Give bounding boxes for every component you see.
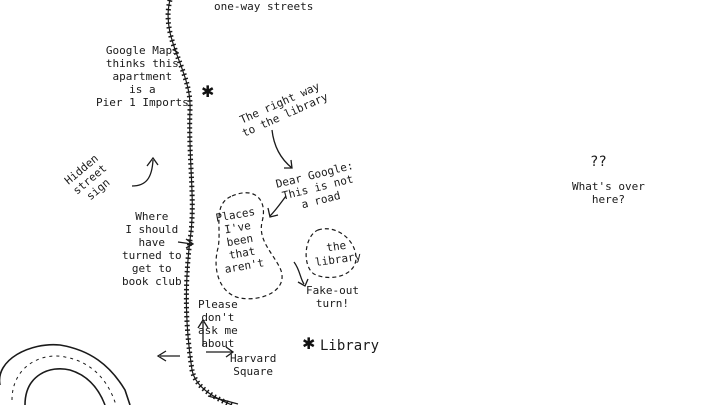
library-label: Library xyxy=(320,338,380,354)
whats-over-here-note: What's over here? xyxy=(572,180,645,206)
fake-out-note: Fake-out turn! xyxy=(306,284,359,310)
arrow-fake-out xyxy=(293,261,305,285)
railroad-rail xyxy=(167,0,233,405)
please-dont-note: Please don't ask me about xyxy=(198,298,238,350)
google-maps-note: Google Maps thinks this apartment is a P… xyxy=(96,44,189,109)
arrow-down-right xyxy=(207,395,239,405)
library-blob xyxy=(305,228,357,279)
harvard-square-note: Harvard Square xyxy=(230,352,277,378)
loop-road-center xyxy=(11,355,117,405)
asterisk-icon: ✱ xyxy=(201,82,215,101)
question-marks: ?? xyxy=(590,154,607,170)
arrow-right-way xyxy=(271,129,293,169)
arrow-hidden-sign xyxy=(131,159,154,187)
arrow-where-should xyxy=(177,241,193,245)
places-blob xyxy=(215,192,283,300)
where-should-note: Where I should have turned to get to boo… xyxy=(122,210,182,288)
loop-road-inner xyxy=(24,368,106,405)
loop-road-outer xyxy=(0,343,131,405)
library-asterisk-icon: ✱ xyxy=(302,334,316,353)
arrow-dear-google xyxy=(269,195,287,217)
one-way-streets-label: one-way streets xyxy=(214,0,314,13)
